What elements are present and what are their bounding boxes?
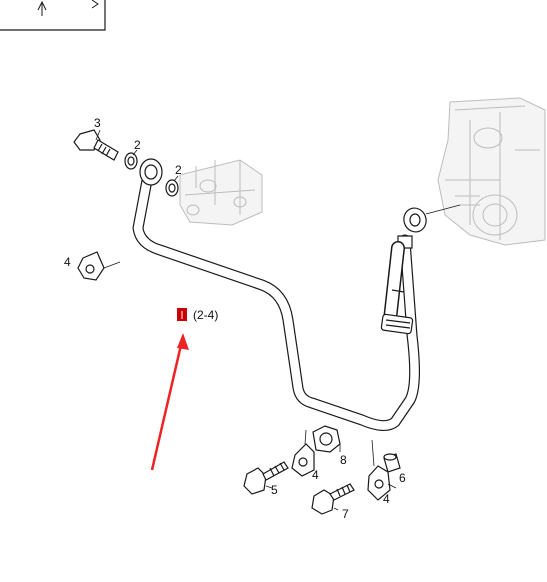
part-7-clip-bolt xyxy=(311,483,355,515)
callout-8: 8 xyxy=(340,453,347,467)
part-4-pipe-clip-center xyxy=(291,429,315,477)
part-2-sealing-washer-right xyxy=(165,175,179,197)
part-2-sealing-washer-left xyxy=(124,149,138,170)
part-5-clip-bolt xyxy=(243,461,289,495)
engine-block-outline xyxy=(437,97,546,246)
part-4-pipe-clip-right xyxy=(367,439,397,501)
callout-3: 3 xyxy=(94,116,101,130)
callout-4-center: 4 xyxy=(312,468,319,482)
filter-head-outline xyxy=(179,159,263,226)
hose-section xyxy=(383,241,405,327)
banjo-fitting-left xyxy=(139,158,163,186)
callout-5: 5 xyxy=(271,483,278,497)
callout-4-left: 4 xyxy=(64,255,71,269)
callout-7: 7 xyxy=(342,507,349,521)
callout-6: 6 xyxy=(399,471,406,485)
callout-2-right: 2 xyxy=(175,163,182,177)
oil-pipe xyxy=(132,169,421,431)
callout-4-right: 4 xyxy=(383,492,390,506)
red-arrow xyxy=(150,333,189,471)
inset-frame xyxy=(0,0,106,31)
part-8-union-nut xyxy=(312,425,341,453)
callout-2-left: 2 xyxy=(134,138,141,152)
part-3-banjo-bolt xyxy=(73,129,119,161)
legend-text: (2-4) xyxy=(193,308,218,322)
legend-marker xyxy=(177,308,187,321)
banjo-fitting-right xyxy=(397,204,461,249)
part-4-pipe-clip-left xyxy=(77,251,121,281)
hose-clamp xyxy=(380,313,414,335)
part-6-spacer-sleeve xyxy=(383,453,401,473)
